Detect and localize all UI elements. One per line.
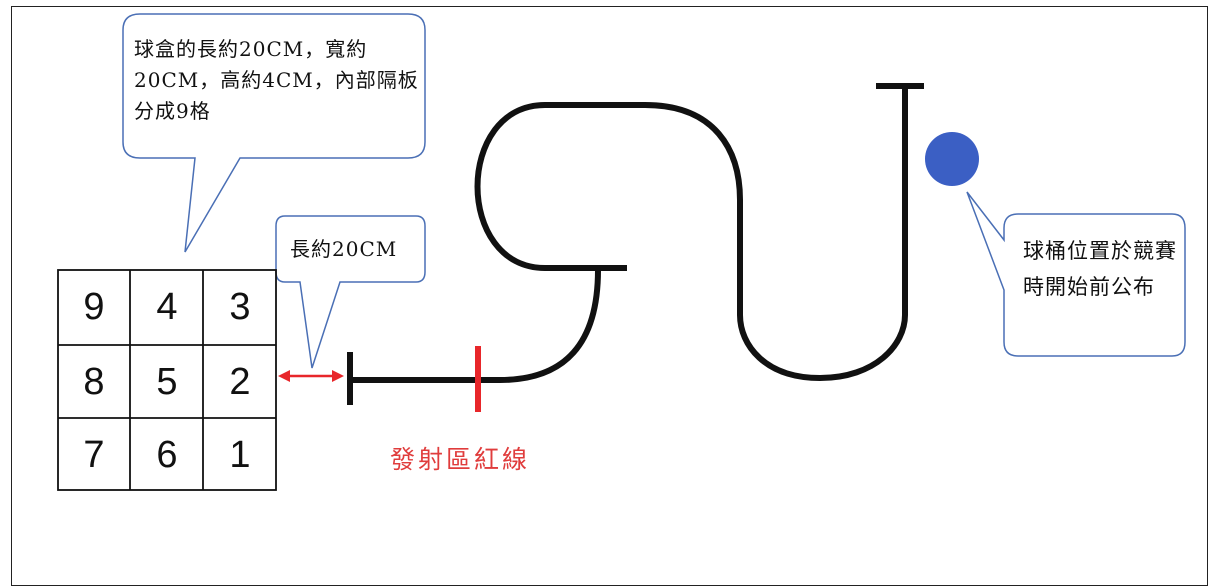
grid-cell: 9 xyxy=(83,286,105,328)
grid-cell: 7 xyxy=(83,434,105,476)
grid-cell: 8 xyxy=(83,361,105,403)
distance-text: 長約20CM xyxy=(290,237,398,261)
bucket-note-text: 球桶位置於競賽時開始前公布 xyxy=(1023,239,1177,299)
grid-cell: 5 xyxy=(156,361,178,403)
distance-arrow xyxy=(278,370,344,382)
grid-cell: 2 xyxy=(229,361,251,403)
launch-line-label: 發射區紅線 xyxy=(390,445,531,474)
track xyxy=(347,83,924,405)
ball-box-grid xyxy=(57,269,277,491)
course-diagram xyxy=(57,13,1186,491)
callout-box-description xyxy=(122,13,426,253)
callout-bucket xyxy=(966,191,1186,357)
ball-bucket-circle xyxy=(925,132,979,186)
grid-cell: 3 xyxy=(229,286,251,328)
grid-cell: 6 xyxy=(156,434,178,476)
grid-cell: 1 xyxy=(229,434,251,476)
box-description-text: 球盒的長約20CM，寬約20CM，高約4CM，內部隔板分成9格 xyxy=(134,37,419,123)
grid-cell: 4 xyxy=(156,286,178,328)
callout-distance xyxy=(275,215,426,369)
